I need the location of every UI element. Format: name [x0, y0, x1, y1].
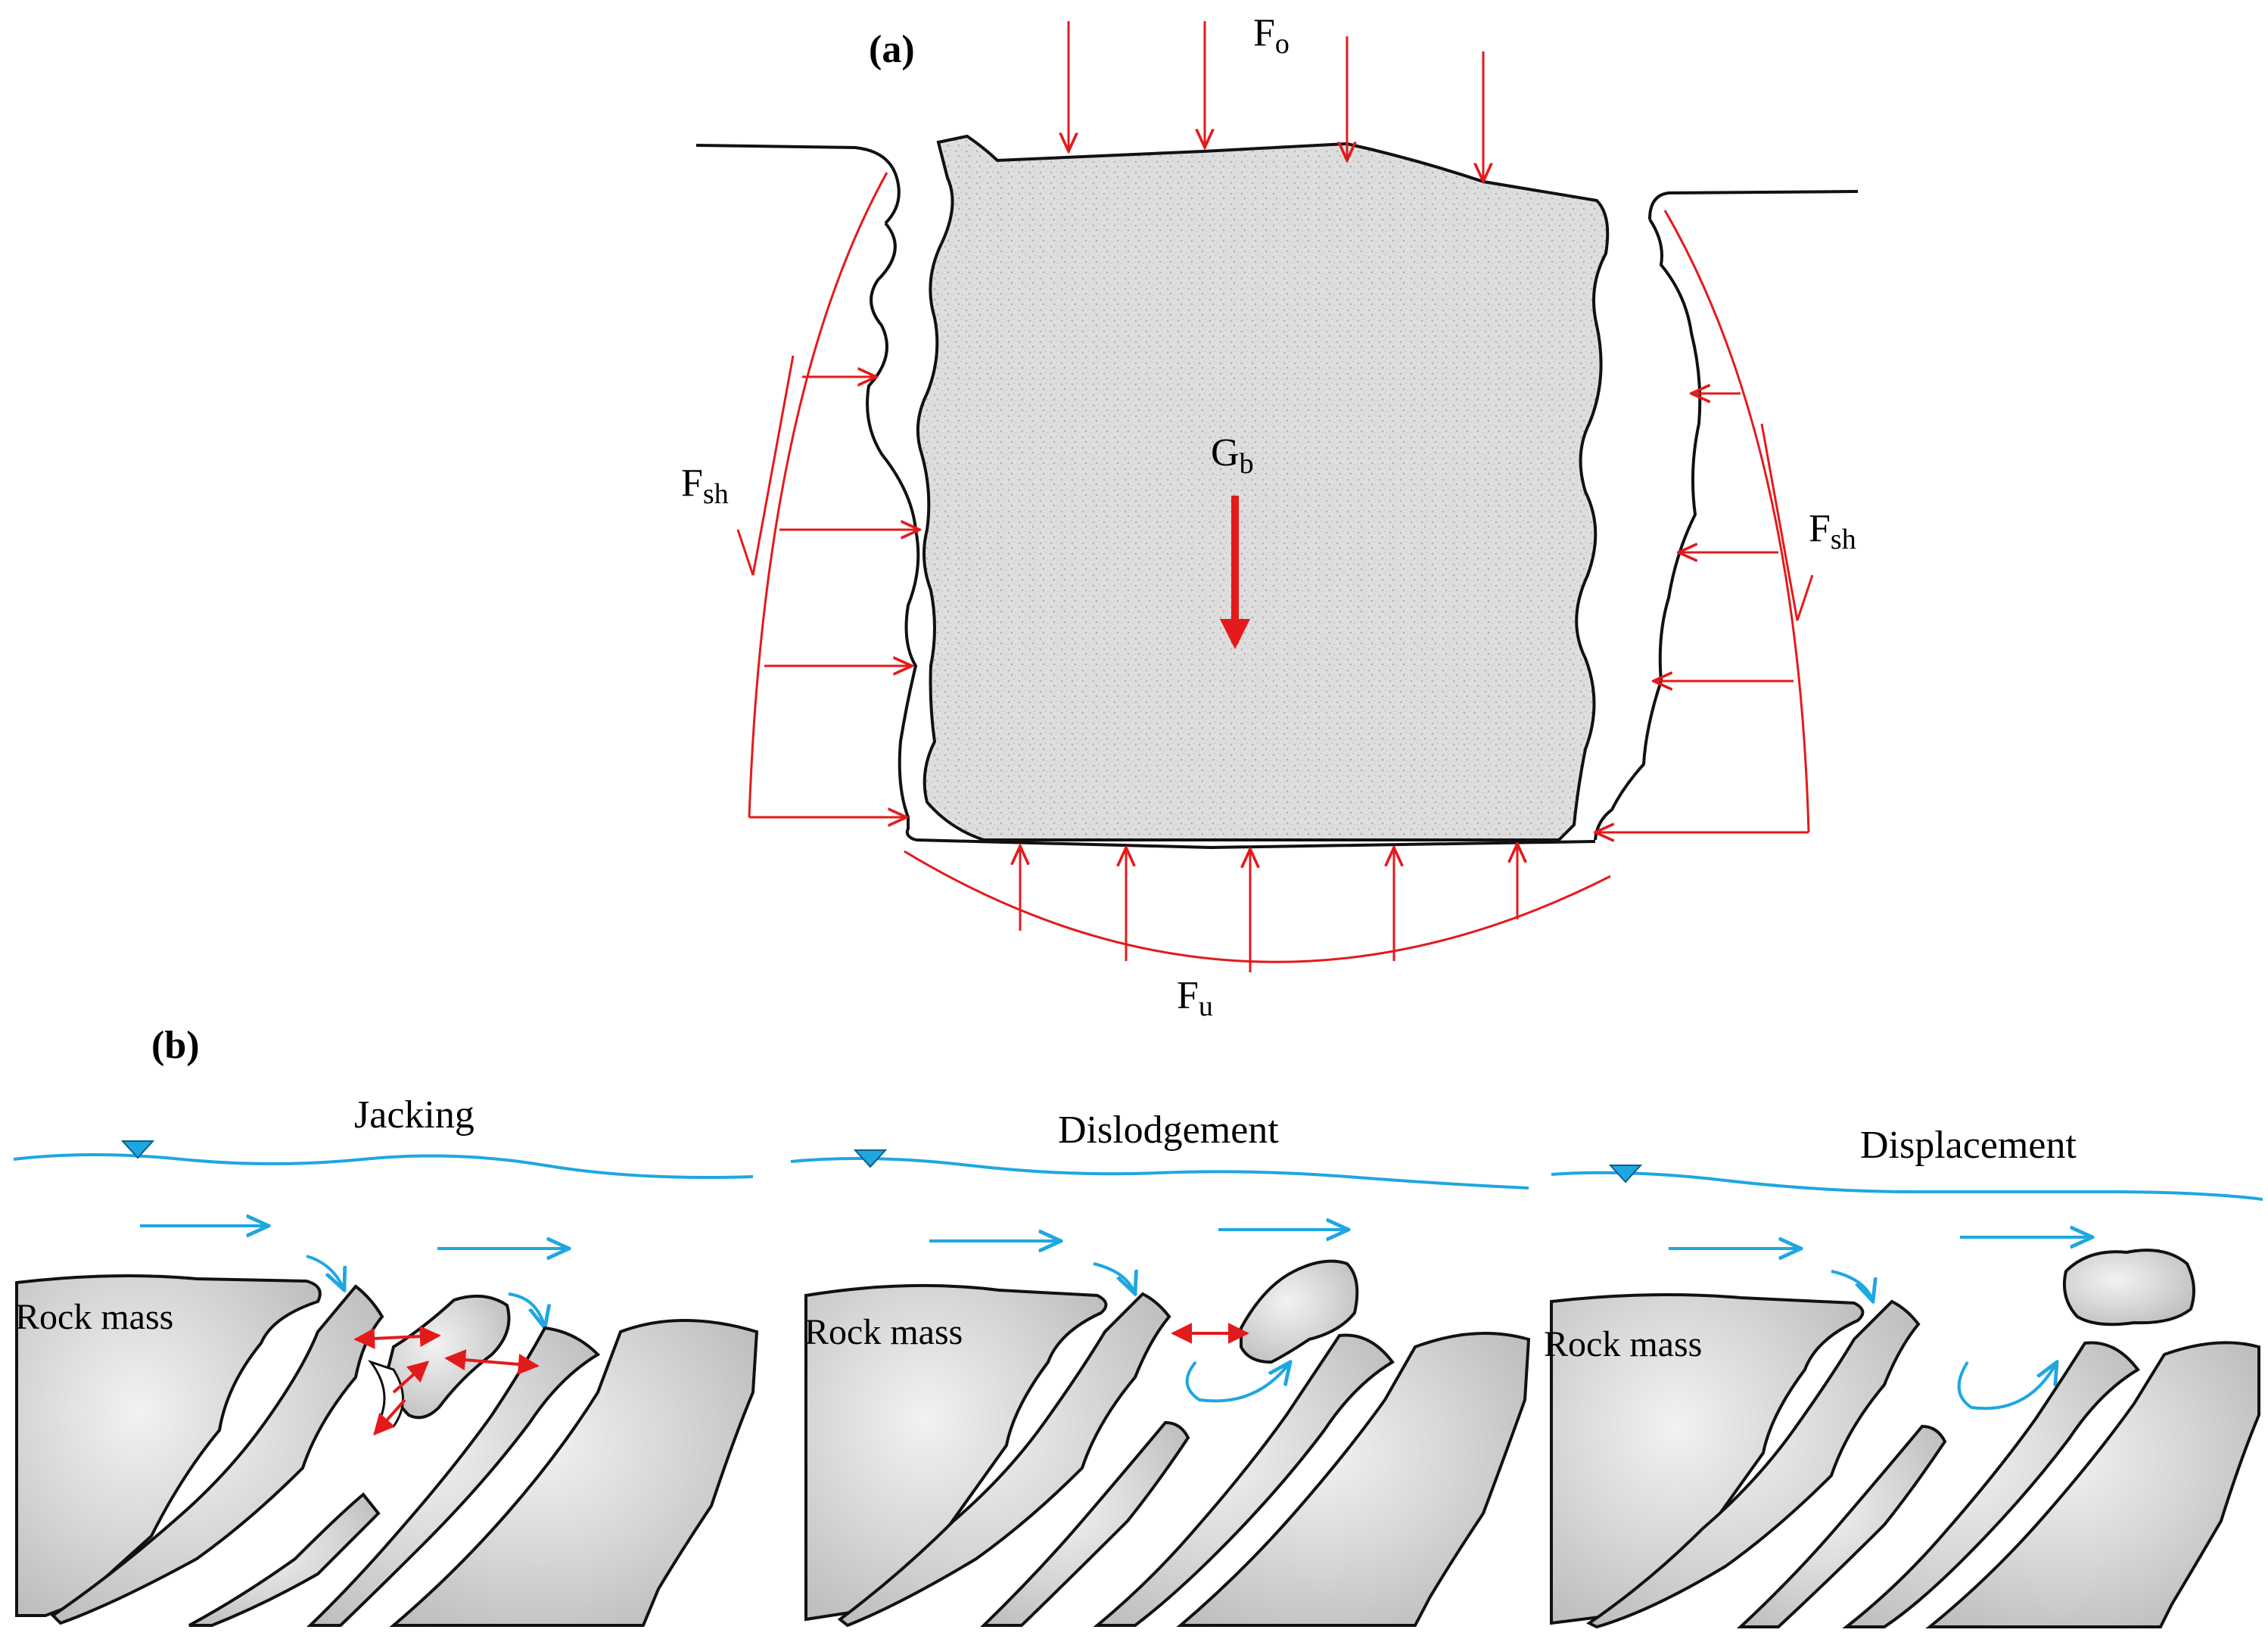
- rock-strip-2c: [1093, 1333, 1395, 1627]
- fo-label: Fo: [1253, 11, 1290, 60]
- jack-arrow-4: [373, 1398, 406, 1436]
- subpanel-displacement: Displacement Rock mass: [1544, 1124, 2263, 1629]
- gb-label: Gb: [1211, 431, 1254, 480]
- rock-strip-3a: [1586, 1299, 1921, 1629]
- flow-curve-2b: [1185, 1362, 1290, 1403]
- shear-arrow-right: [1760, 423, 1814, 621]
- bedrock-1: [15, 1274, 322, 1617]
- pressure-envelope-left: [748, 172, 888, 818]
- jack-arrow-1: [353, 1326, 441, 1349]
- water-surface-1: [13, 1153, 754, 1179]
- displaced-block: [2062, 1249, 2195, 1326]
- flow-curve-1a: [306, 1255, 344, 1290]
- rock-strip-3b: [1736, 1424, 1947, 1628]
- subpanel-title-dislodgement: Dislodgement: [1058, 1109, 1279, 1152]
- dislodged-block: [1240, 1259, 1359, 1364]
- rock-strip-1b: [188, 1492, 381, 1627]
- fsh-left-label: Fsh: [681, 462, 729, 510]
- pressure-arrows-left: [764, 377, 919, 666]
- panel-b-label: (b): [151, 1024, 200, 1067]
- rock-mass-label-3: Rock mass: [1544, 1324, 1702, 1364]
- socket-wall-left: [866, 222, 920, 841]
- rock-strip-2b: [980, 1420, 1190, 1627]
- uplift-arrows: [1020, 844, 1517, 972]
- flow-curve-1b: [508, 1292, 545, 1328]
- fu-label: Fu: [1177, 974, 1213, 1022]
- shear-arrow-left: [736, 355, 795, 576]
- bedrock-3: [1550, 1293, 1865, 1625]
- jack-arrow-3: [392, 1361, 430, 1394]
- panel-b: (b) Jacking: [13, 1024, 2263, 1629]
- subpanel-title-jacking: Jacking: [354, 1093, 474, 1137]
- ground-line-left: [695, 144, 901, 225]
- rock-strip-1d: [389, 1319, 759, 1627]
- pressure-envelope-right: [1663, 210, 1810, 833]
- water-surface-2: [790, 1157, 1529, 1190]
- flow-curve-3b: [1957, 1362, 2057, 1410]
- uplift-envelope: [904, 850, 1611, 963]
- water-level-marker-1: [120, 1140, 155, 1159]
- rock-block: [916, 134, 1610, 841]
- pressure-arrows-right: [1654, 393, 1794, 681]
- socket-wall-right: [1594, 218, 1702, 841]
- panel-a-label: (a): [869, 28, 915, 71]
- flow-curve-2a: [1093, 1262, 1135, 1294]
- fsh-right-label: Fsh: [1809, 507, 1856, 555]
- rock-strip-2a: [837, 1292, 1171, 1628]
- overburden-force-arrows: [1069, 21, 1483, 182]
- flow-curve-3a: [1831, 1270, 1873, 1302]
- rock-strip-3d: [1925, 1341, 2260, 1628]
- rock-mass-label-2: Rock mass: [804, 1312, 963, 1352]
- rock-strip-3c: [1842, 1341, 2140, 1628]
- panel-a: (a) Fo Gb: [681, 11, 1859, 1022]
- water-surface-3: [1551, 1171, 2263, 1201]
- subpanel-jacking: Jacking Rock mass: [13, 1093, 759, 1627]
- subpanel-title-displacement: Displacement: [1860, 1124, 2077, 1167]
- socket-bottom: [915, 838, 1596, 850]
- water-level-marker-3: [1608, 1165, 1643, 1183]
- jack-arrow-2: [444, 1349, 540, 1375]
- ground-line-right: [1648, 190, 1859, 220]
- jacking-pressure-arrows: [353, 1326, 540, 1436]
- water-level-marker-2: [853, 1149, 888, 1168]
- bedrock-2: [804, 1283, 1108, 1622]
- rock-strip-1a: [50, 1284, 384, 1625]
- rock-mass-label-1: Rock mass: [15, 1297, 173, 1337]
- rock-strip-2d: [1176, 1332, 1531, 1627]
- rock-strip-1c: [306, 1326, 601, 1627]
- subpanel-dislodgement: Dislodgement Rock mass: [790, 1109, 1531, 1628]
